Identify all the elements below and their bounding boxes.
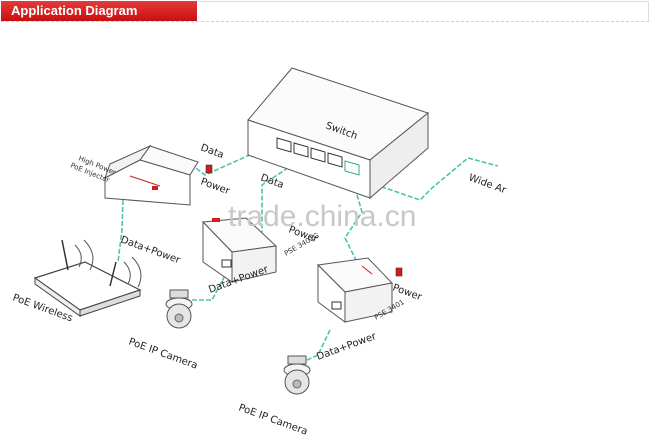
label-power-right: Power — [391, 282, 424, 303]
pse-3401-device: PSE 3401 — [316, 257, 406, 323]
label-poe-ip-camera-2: PoE IP Camera — [237, 402, 309, 437]
cable-pse3401g-camera — [188, 269, 229, 301]
ip-camera-1 — [165, 289, 193, 329]
label-data-power-3: Data+Power — [315, 331, 378, 363]
label-data-power-1: Data+Power — [119, 234, 182, 266]
cable-pse3401-camera — [302, 329, 331, 363]
label-data-mid: Data — [259, 172, 285, 191]
injector-device: High Power PoE Injector — [69, 144, 213, 206]
label-data-top: Data — [199, 142, 225, 161]
label-wide-area: Wide Ar — [467, 172, 508, 196]
cable-switch-wan — [367, 157, 499, 201]
ip-camera-2 — [283, 355, 311, 395]
header-tab: Application Diagram — [1, 1, 197, 21]
watermark: trade.china.cn — [228, 200, 416, 233]
section-title: Application Diagram — [11, 3, 138, 18]
wireless-router — [33, 239, 142, 317]
cable-injector-wireless — [117, 199, 124, 263]
header-rule — [199, 1, 649, 21]
label-power-top: Power — [199, 176, 232, 197]
section-header: Application Diagram — [1, 1, 649, 22]
label-poe-ip-camera-1: PoE IP Camera — [127, 336, 199, 371]
switch-ports — [276, 137, 360, 176]
switch-device: Switch — [247, 67, 430, 200]
